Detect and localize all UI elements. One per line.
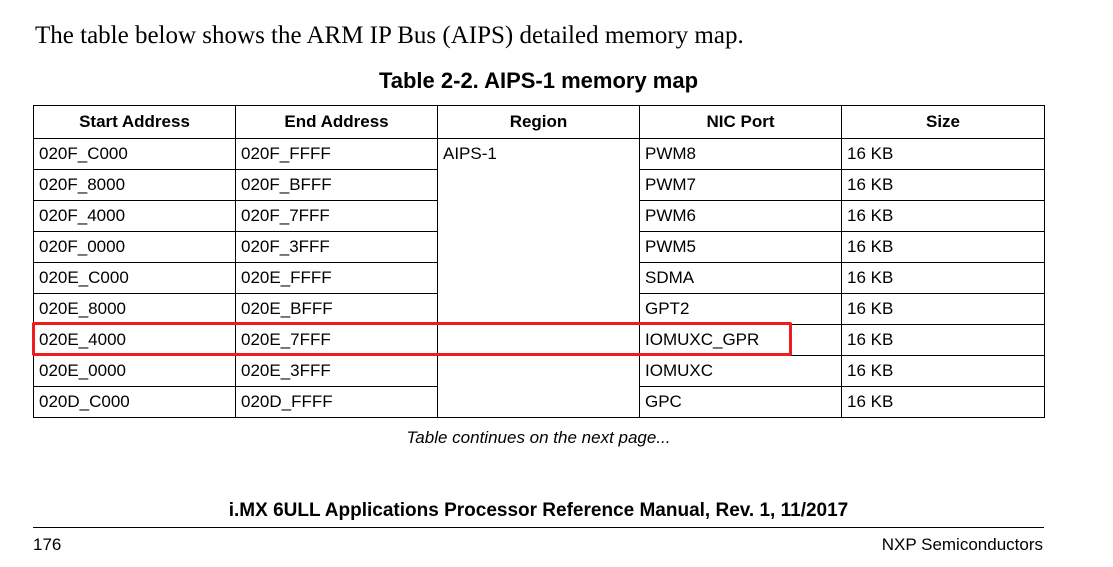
cell-region: AIPS-1 [437, 138, 640, 418]
cell-nic-port: GPT2 [639, 293, 842, 325]
cell-start-address: 020D_C000 [33, 386, 236, 418]
page-number: 176 [33, 535, 62, 554]
cell-size: 16 KB [841, 200, 1045, 232]
cell-start-address: 020E_4000 [33, 324, 236, 356]
table-row: 020E_8000 020E_BFFF GPT2 16 KB [33, 293, 1045, 325]
cell-end-address: 020E_3FFF [235, 355, 438, 387]
table-caption: Table 2-2. AIPS-1 memory map [378, 68, 699, 93]
footer-manual-title: i.MX 6ULL Applications Processor Referen… [228, 500, 849, 521]
cell-size: 16 KB [841, 293, 1045, 325]
table-row: 020E_0000 020E_3FFF IOMUXC 16 KB [33, 355, 1045, 387]
table-row-highlighted: 020E_4000 020E_7FFF IOMUXC_GPR 16 KB [33, 324, 1045, 356]
table-row: 020F_0000 020F_3FFF PWM5 16 KB [33, 231, 1045, 263]
cell-nic-port: IOMUXC [639, 355, 842, 387]
cell-nic-port: GPC [639, 386, 842, 418]
cell-nic-port: PWM6 [639, 200, 842, 232]
header-region: Region [437, 105, 640, 139]
cell-end-address: 020F_BFFF [235, 169, 438, 201]
cell-start-address: 020E_C000 [33, 262, 236, 294]
publisher-name: NXP Semiconductors [881, 535, 1043, 554]
cell-nic-port: IOMUXC_GPR [639, 324, 842, 356]
table-row: 020F_8000 020F_BFFF PWM7 16 KB [33, 169, 1045, 201]
cell-size: 16 KB [841, 262, 1045, 294]
cell-start-address: 020E_8000 [33, 293, 236, 325]
cell-end-address: 020D_FFFF [235, 386, 438, 418]
cell-size: 16 KB [841, 355, 1045, 387]
cell-nic-port: SDMA [639, 262, 842, 294]
cell-start-address: 020F_0000 [33, 231, 236, 263]
cell-end-address: 020E_BFFF [235, 293, 438, 325]
cell-end-address: 020F_7FFF [235, 200, 438, 232]
cell-nic-port: PWM5 [639, 231, 842, 263]
table-row: 020F_C000 020F_FFFF AIPS-1 PWM8 16 KB [33, 138, 1045, 418]
cell-end-address: 020F_3FFF [235, 231, 438, 263]
header-end-address: End Address [235, 105, 438, 139]
header-size: Size [841, 105, 1045, 139]
cell-size: 16 KB [841, 231, 1045, 263]
cell-size: 16 KB [841, 386, 1045, 418]
header-nic-port: NIC Port [639, 105, 842, 139]
cell-start-address: 020E_0000 [33, 355, 236, 387]
memory-map-table: Start Address End Address Region NIC Por… [33, 105, 1045, 418]
cell-size: 16 KB [841, 138, 1045, 170]
cell-end-address: 020E_7FFF [235, 324, 438, 356]
table-row: 020E_C000 020E_FFFF SDMA 16 KB [33, 262, 1045, 294]
table-header-row: Start Address End Address Region NIC Por… [33, 105, 1045, 139]
cell-size: 16 KB [841, 324, 1045, 356]
cell-nic-port: PWM8 [639, 138, 842, 170]
cell-end-address: 020E_FFFF [235, 262, 438, 294]
header-start-address: Start Address [33, 105, 236, 139]
footer-divider [33, 527, 1044, 528]
table-row: 020D_C000 020D_FFFF GPC 16 KB [33, 386, 1045, 418]
table-continues-note: Table continues on the next page... [406, 428, 671, 447]
cell-start-address: 020F_4000 [33, 200, 236, 232]
cell-nic-port: PWM7 [639, 169, 842, 201]
cell-size: 16 KB [841, 169, 1045, 201]
cell-start-address: 020F_C000 [33, 138, 236, 170]
cell-end-address: 020F_FFFF [235, 138, 438, 170]
table-row: 020F_4000 020F_7FFF PWM6 16 KB [33, 200, 1045, 232]
cell-start-address: 020F_8000 [33, 169, 236, 201]
intro-paragraph: The table below shows the ARM IP Bus (AI… [35, 22, 744, 49]
